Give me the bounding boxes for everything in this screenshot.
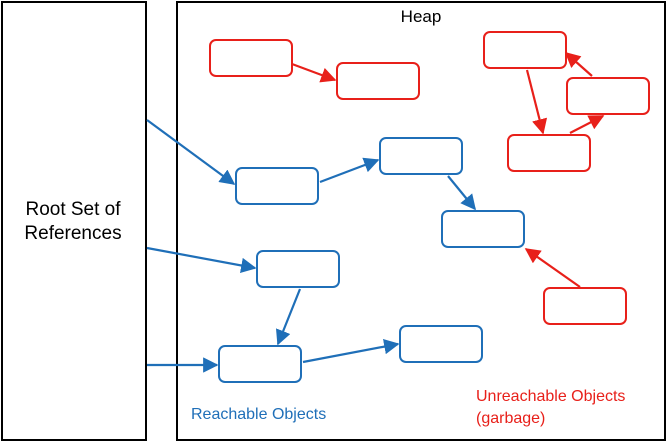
object-2-to-object-3-arrow bbox=[447, 175, 476, 211]
unreachable-objects-caption: Unreachable Objects (garbage) bbox=[476, 386, 625, 430]
garbage-4-to-garbage-3-arrow bbox=[564, 51, 593, 77]
object-4-to-object-5-arrow bbox=[275, 288, 302, 346]
garbage-5-to-garbage-4-arrow bbox=[569, 115, 605, 134]
garbage-3-to-garbage-5-arrow bbox=[525, 69, 548, 135]
garbage-object-2 bbox=[336, 62, 420, 100]
root-set-panel bbox=[1, 1, 147, 441]
object-1-to-object-2-arrow bbox=[319, 157, 380, 184]
reachable-object-4 bbox=[256, 250, 340, 288]
garbage-object-5 bbox=[507, 134, 591, 172]
heap-title: Heap bbox=[400, 7, 442, 26]
unreachable-caption-line2: (garbage) bbox=[476, 410, 546, 427]
reachable-object-2 bbox=[379, 137, 463, 175]
reachable-object-1 bbox=[235, 167, 319, 205]
root-set-label-line1: Root Set of bbox=[25, 199, 121, 220]
reachable-object-5 bbox=[218, 345, 302, 383]
garbage-object-4 bbox=[566, 77, 650, 115]
root-set-label-line2: References bbox=[24, 223, 122, 244]
garbage-1-to-garbage-2-arrow bbox=[291, 62, 337, 83]
root-to-object-1-arrow bbox=[146, 119, 236, 185]
unreachable-caption-line1: Unreachable Objects bbox=[476, 388, 626, 405]
reachable-object-3 bbox=[441, 210, 525, 248]
reachable-object-6 bbox=[399, 325, 483, 363]
root-to-object-4-arrow bbox=[146, 246, 257, 274]
garbage-6-to-object-3-arrow bbox=[524, 248, 581, 288]
object-5-to-object-6-arrow bbox=[302, 339, 400, 364]
root-set-label: Root Set of References bbox=[0, 198, 146, 246]
garbage-object-3 bbox=[483, 31, 567, 69]
reachable-objects-caption: Reachable Objects bbox=[191, 406, 327, 423]
garbage-object-6 bbox=[543, 287, 627, 325]
garbage-object-1 bbox=[209, 39, 293, 77]
